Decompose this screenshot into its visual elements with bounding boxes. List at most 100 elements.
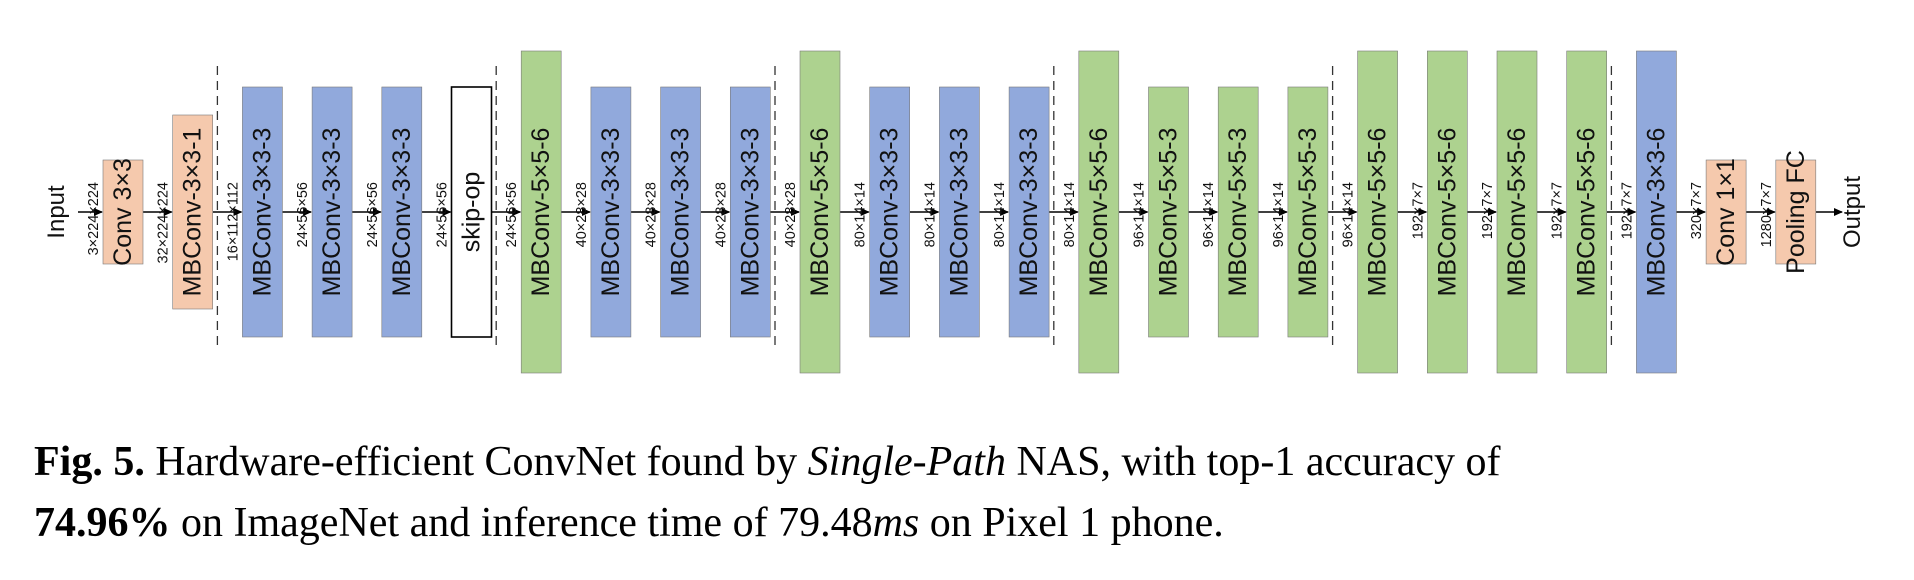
block-1: Conv 3×33×224×224 (86, 158, 144, 266)
caption-unit: ms (872, 500, 920, 546)
block-13-dims: 80×14×14 (922, 182, 938, 247)
block-19-label: MBConv-5×5-6 (1364, 128, 1392, 297)
block-9-box (660, 86, 701, 338)
output-label: Output (1839, 176, 1866, 248)
block-16: MBConv-5×5-3 96×14×14 (1132, 86, 1189, 338)
block-6-label: skip-op (458, 172, 486, 253)
block-17-box (1217, 86, 1259, 338)
block-19-dims: 96×14×14 (1341, 182, 1357, 247)
block-4-box (311, 86, 353, 338)
block-22-box (1566, 50, 1607, 374)
block-13-label: MBConv-3×3-3 (945, 128, 973, 297)
block-11: MBConv-5×5-640×28×28 (783, 50, 841, 374)
block-21-dims: 192×7×7 (1480, 182, 1496, 239)
block-10-box (729, 86, 771, 338)
block-8-dims: 40×28×28 (574, 182, 590, 247)
block-7-box (520, 50, 562, 374)
caption-accuracy: 74.96% (34, 500, 171, 546)
caption-text-1: Hardware-efficient ConvNet found by (144, 439, 808, 485)
block-20-box (1427, 50, 1468, 374)
block-9-label: MBConv-3×3-3 (667, 128, 695, 297)
block-23-dims: 192×7×7 (1619, 182, 1635, 239)
block-19-box (1357, 50, 1398, 374)
block-2-label: MBConv-3×3-1 (179, 128, 207, 297)
block-4-label: MBConv-3×3-3 (318, 128, 346, 297)
block-24-dims: 320×7×7 (1689, 182, 1705, 239)
block-7-dims: 24×56×56 (504, 182, 520, 247)
block-8-label: MBConv-3×3-3 (597, 128, 625, 297)
block-1-box (102, 159, 144, 265)
block-13-box (939, 86, 980, 338)
block-15-box (1078, 50, 1120, 374)
block-2-box (172, 114, 213, 310)
stage-divider-layer (216, 66, 1613, 350)
block-22: MBConv-5×5-6 192×7×7 (1550, 50, 1607, 374)
block-1-dims: 3×224×224 (86, 182, 102, 255)
block-16-dims: 96×14×14 (1132, 182, 1148, 247)
block-16-box (1148, 86, 1189, 338)
block-7: MBConv-5×5-6 24×56×56 (504, 50, 562, 374)
block-17-label: MBConv-5×5-3 (1224, 128, 1252, 297)
block-15-label: MBConv-5×5-6 (1085, 128, 1113, 297)
block-22-dims: 192×7×7 (1550, 182, 1566, 239)
block-14-box (1008, 86, 1050, 338)
block-16-label: MBConv-5×5-3 (1155, 128, 1183, 297)
block-6-dims: 24×56×56 (435, 182, 451, 247)
block-18-box (1287, 86, 1329, 338)
caption-method: Single-Path (807, 439, 1006, 485)
block-3-label: MBConv-3×3-3 (248, 128, 276, 297)
block-19: MBConv-5×5-6 96×14×14 (1341, 50, 1398, 374)
block-24: Conv 1×1 320×7×7 (1689, 158, 1747, 266)
block-12: MBConv-3×3-3 80×14×14 (853, 86, 911, 338)
block-24-box (1705, 159, 1747, 265)
block-12-dims: 80×14×14 (853, 182, 869, 247)
block-25-box (1775, 159, 1817, 265)
block-5-dims: 24×56×56 (365, 182, 381, 247)
block-6-box (450, 86, 493, 338)
block-3-box (242, 86, 283, 338)
block-18: MBConv-5×5-3 96×14×14 (1271, 86, 1329, 338)
block-25-dims: 1280×7×7 (1759, 182, 1775, 247)
block-10: MBConv-3×3-3 40×28×28 (713, 86, 771, 338)
block-12-label: MBConv-3×3-3 (876, 128, 904, 297)
block-24-label: Conv 1×1 (1712, 158, 1740, 266)
block-12-box (869, 86, 911, 338)
block-11-dims: 40×28×28 (783, 182, 799, 247)
block-20-label: MBConv-5×5-6 (1433, 128, 1461, 297)
block-18-label: MBConv-5×5-3 (1294, 128, 1322, 297)
block-14-label: MBConv-3×3-3 (1015, 128, 1043, 297)
block-18-dims: 96×14×14 (1271, 182, 1287, 247)
block-17-dims: 96×14×14 (1201, 182, 1217, 247)
block-10-label: MBConv-3×3-3 (736, 128, 764, 297)
block-14-dims: 80×14×14 (992, 182, 1008, 247)
block-6: skip-op 24×56×56 (435, 86, 493, 338)
block-8: MBConv-3×3-3 40×28×28 (574, 86, 632, 338)
block-15: MBConv-5×5-6 80×14×14 (1062, 50, 1120, 374)
block-14: MBConv-3×3-3 80×14×14 (992, 86, 1050, 338)
block-21-label: MBConv-5×5-6 (1503, 128, 1531, 297)
caption-text-4: on Pixel 1 phone. (919, 500, 1224, 546)
block-15-dims: 80×14×14 (1062, 182, 1078, 247)
block-2: MBConv-3×3-1 32×224×224 (156, 114, 213, 310)
block-11-box (799, 50, 841, 374)
block-8-box (590, 86, 632, 338)
figure-caption: Fig. 5. Hardware-efficient ConvNet found… (34, 432, 1894, 554)
block-10-dims: 40×28×28 (713, 182, 729, 247)
caption-fig-label: Fig. 5. (34, 439, 145, 485)
block-22-label: MBConv-5×5-6 (1573, 128, 1601, 297)
block-9: MBConv-3×3-3 40×28×28 (644, 86, 701, 338)
caption-text-3: on ImageNet and inference time of 79.48 (170, 500, 873, 546)
block-17: MBConv-5×5-3 96×14×14 (1201, 86, 1259, 338)
block-5: MBConv-3×3-324×56×56 (365, 86, 423, 338)
block-2-dims: 32×224×224 (156, 182, 172, 263)
block-9-dims: 40×28×28 (644, 182, 660, 247)
block-5-box (381, 86, 423, 338)
block-3-dims: 16×112×112 (225, 182, 241, 261)
block-23-label: MBConv-3×3-6 (1642, 128, 1670, 297)
block-7-label: MBConv-5×5-6 (527, 128, 555, 297)
block-23: MBConv-3×3-6 192×7×7 (1619, 50, 1677, 374)
